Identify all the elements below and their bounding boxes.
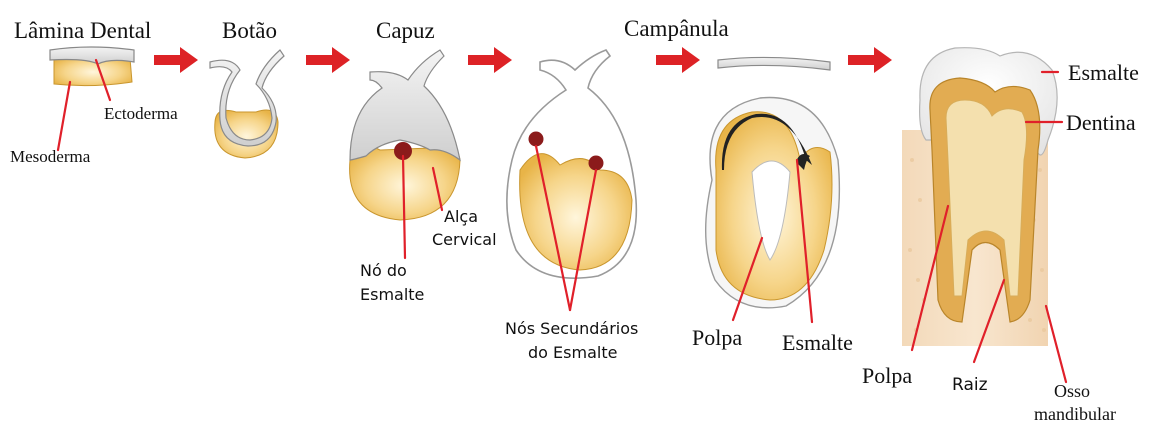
label-nos-line2: do Esmalte (528, 343, 617, 362)
arrow-4 (656, 47, 700, 73)
label-osso-line2: mandibular (1034, 404, 1116, 424)
label-mesoderma: Mesoderma (10, 147, 91, 166)
late-capuz-illustration (507, 50, 636, 278)
label-dentina: Dentina (1066, 110, 1136, 135)
label-esmalte-bell: Esmalte (782, 330, 853, 355)
arrow-5 (848, 47, 892, 73)
arrow-3 (468, 47, 512, 73)
stage-title-botao: Botão (222, 18, 277, 43)
lamina-dental-illustration (50, 47, 134, 86)
label-esmalte-tooth: Esmalte (1068, 60, 1139, 85)
label-raiz: Raiz (952, 375, 988, 395)
label-alca-line2: Cervical (432, 230, 497, 249)
label-polpa-tooth: Polpa (862, 363, 912, 388)
stage-title-capuz: Capuz (376, 18, 435, 43)
label-polpa-bell: Polpa (692, 325, 742, 350)
label-osso-line1: Osso (1054, 381, 1090, 401)
no-secundario-dot-1 (529, 132, 544, 147)
arrow-1 (154, 47, 198, 73)
label-no-line2: Esmalte (360, 285, 424, 304)
campanula-illustration (706, 57, 840, 307)
no-secundario-dot-2 (589, 156, 604, 171)
label-ectoderma: Ectoderma (104, 104, 178, 123)
arrow-2 (306, 47, 350, 73)
stage-title-lamina-dental: Lâmina Dental (14, 18, 151, 43)
label-alca-line1: Alça (444, 207, 478, 226)
label-no-line1: Nó do (360, 261, 407, 280)
stage-title-campanula: Campânula (624, 16, 729, 41)
label-nos-line1: Nós Secundários (505, 319, 638, 338)
botao-illustration (210, 50, 284, 158)
